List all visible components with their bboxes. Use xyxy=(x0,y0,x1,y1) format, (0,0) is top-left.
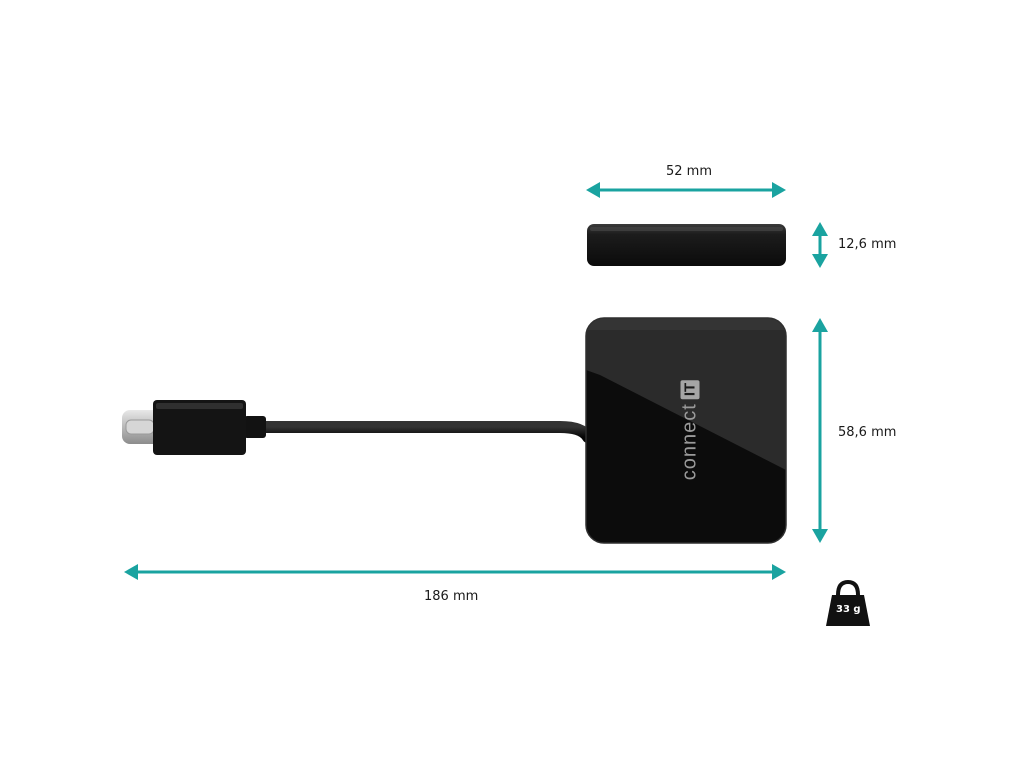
length-arrow xyxy=(124,564,786,580)
depth-arrow xyxy=(812,318,828,543)
brand-mark: IT xyxy=(680,379,700,400)
width-label: 52 mm xyxy=(666,164,713,179)
height-arrow xyxy=(812,222,828,268)
weight-icon xyxy=(826,579,870,626)
width-arrow xyxy=(586,182,786,198)
length-label: 186 mm xyxy=(424,589,479,604)
height-label: 12,6 mm xyxy=(838,237,897,252)
weight-label: 33 g xyxy=(836,604,861,615)
brand-word: connect xyxy=(678,403,701,481)
usb-c-cable xyxy=(238,416,594,443)
depth-label: 58,6 mm xyxy=(838,425,897,440)
usb-c-plug xyxy=(122,400,246,455)
device-side-profile xyxy=(587,224,786,266)
